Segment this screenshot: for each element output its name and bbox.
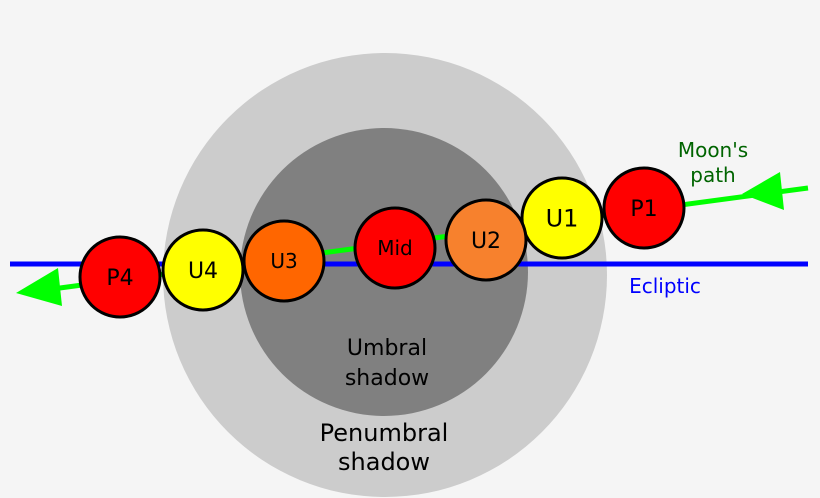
moon-circle — [353, 206, 437, 290]
moon-circle — [520, 176, 604, 260]
moon-mid: Mid — [353, 206, 437, 290]
moon-label: P4 — [106, 266, 133, 291]
arrow-left-icon — [16, 268, 62, 306]
moon-p4: P4 — [78, 235, 162, 319]
moon-u2: U2 — [444, 198, 528, 282]
moon-label: U3 — [270, 249, 297, 273]
moon-label: U1 — [546, 205, 579, 233]
umbral-label-line1: Umbral — [347, 336, 427, 361]
moon-u4: U4 — [161, 228, 245, 312]
moons-path-label-line1: Moon's — [678, 138, 748, 162]
moon-circle — [444, 198, 528, 282]
moon-circle — [242, 219, 326, 303]
penumbral-label-line2: shadow — [338, 448, 430, 476]
moon-label: P1 — [630, 197, 657, 222]
moon-circle — [602, 166, 686, 250]
moon-circle — [161, 228, 245, 312]
ecliptic-label: Ecliptic — [629, 274, 701, 298]
moons-path-label-line2: path — [690, 163, 735, 187]
moon-p1: P1 — [602, 166, 686, 250]
arrow-right-icon — [742, 172, 784, 210]
penumbral-label-line1: Penumbral — [320, 419, 449, 447]
moon-label: U2 — [471, 229, 501, 254]
moon-label: U4 — [188, 259, 218, 284]
moon-u3: U3 — [242, 219, 326, 303]
umbral-label-line2: shadow — [345, 366, 429, 391]
moon-circle — [78, 235, 162, 319]
moon-u1: U1 — [520, 176, 604, 260]
moon-label: Mid — [377, 236, 413, 260]
